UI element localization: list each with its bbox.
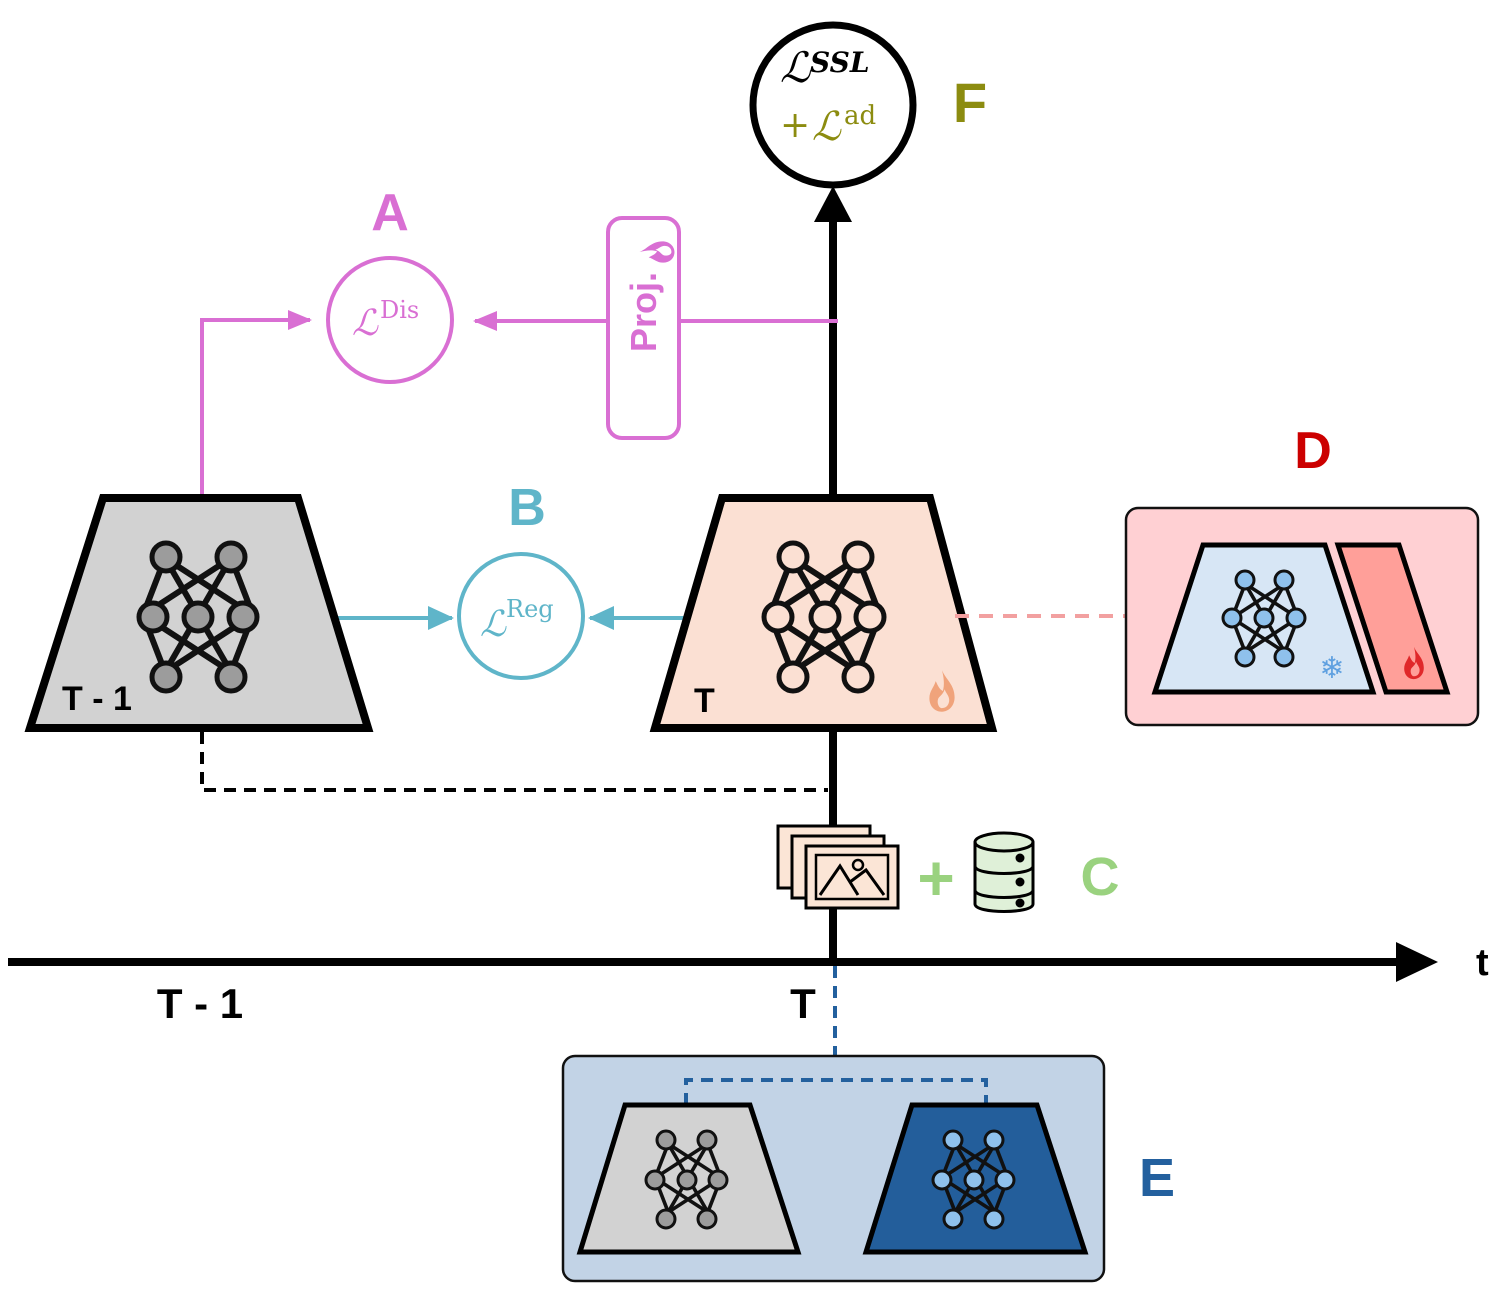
label-A: A: [371, 184, 409, 242]
loss-dis-circle: [326, 256, 454, 384]
expansion-panel-E: [561, 966, 1106, 1283]
image-stack-icon: [776, 824, 900, 910]
snowflake-icon: ❄: [1319, 652, 1344, 685]
label-B: B: [508, 479, 546, 537]
encoder-previous-network: [136, 540, 260, 694]
adapter-panel-D: ❄: [1124, 506, 1480, 727]
loss-ssl-circle: [749, 21, 917, 189]
encoder-current: T: [649, 494, 998, 732]
projector-box: [606, 216, 681, 440]
data-inputs-C: +: [776, 824, 1035, 914]
loss-ssl-symbol: ℒ: [780, 43, 811, 92]
frozen-backbone-network: [1221, 569, 1307, 668]
encoder-previous-label: T - 1: [62, 680, 132, 718]
data-plus: +: [917, 842, 954, 914]
loss-ssl-superscript: SSL: [810, 46, 870, 79]
label-D: D: [1294, 422, 1332, 480]
loss-dis-superscript: Dis: [380, 296, 419, 324]
trainable-adapter-shape: [1334, 542, 1451, 695]
loss-dis-symbol: ℒ: [352, 303, 379, 344]
time-axis-label: t: [1476, 942, 1489, 984]
distillation-branch: ℒ Dis Proj.: [200, 216, 838, 497]
time-axis-arrowhead: [1396, 942, 1438, 982]
encoder-current-label: T: [694, 682, 715, 720]
loss-ad-symbol: ℒ: [812, 104, 842, 150]
regularization-branch: ℒ Reg: [258, 552, 765, 680]
loss-reg-circle: [457, 552, 585, 680]
tick-label-current: T: [790, 980, 816, 1027]
loss-ad-plus: +: [780, 105, 810, 146]
loss-ssl-node: ℒ SSL + ℒ ad: [749, 21, 917, 189]
label-F: F: [953, 71, 987, 134]
tick-label-previous: T - 1: [157, 980, 243, 1027]
encoder-previous: T - 1: [24, 494, 374, 732]
loss-reg-symbol: ℒ: [480, 604, 507, 645]
timeline: t T - 1 T: [8, 942, 1489, 1027]
label-E: E: [1139, 1148, 1175, 1208]
loss-ad-superscript: ad: [844, 101, 876, 131]
trunk-arrowhead: [814, 186, 852, 222]
dashed-link-previous-to-current: [200, 732, 828, 792]
projector-label: Proj.: [623, 272, 664, 352]
loss-reg-superscript: Reg: [506, 595, 554, 623]
expanded-trainable-network: [931, 1129, 1016, 1230]
expanded-frozen-network: [644, 1129, 729, 1230]
distill-arrow-from-previous: [200, 310, 312, 497]
database-icon: [973, 831, 1035, 913]
label-C: C: [1081, 847, 1120, 907]
encoder-current-network: [761, 540, 887, 694]
